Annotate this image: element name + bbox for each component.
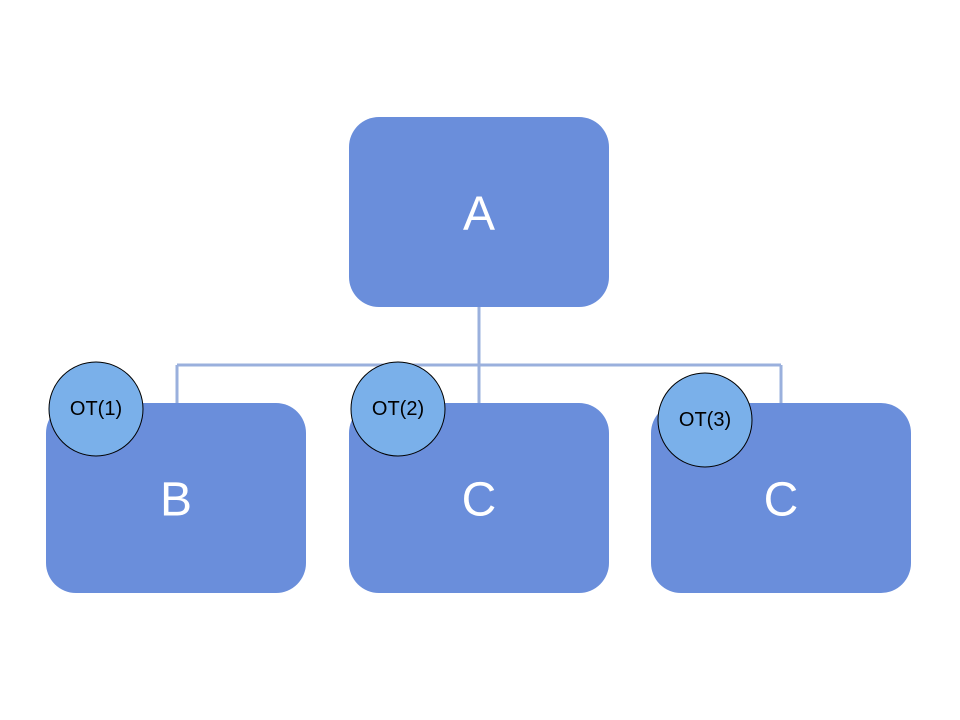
- node-child-3-label: C: [764, 474, 799, 527]
- node-child-2-label: C: [462, 474, 497, 527]
- node-root[interactable]: A: [349, 117, 609, 307]
- badge-2-circle: [350, 361, 446, 457]
- badge-2-label: OT(2): [372, 398, 424, 420]
- badge-3-circle: [657, 372, 753, 468]
- badge-3: OT(3): [657, 372, 753, 468]
- badge-1: OT(1): [48, 361, 144, 457]
- badge-3-label: OT(3): [679, 409, 731, 431]
- badge-1-circle: [48, 361, 144, 457]
- badge-1-label: OT(1): [70, 398, 122, 420]
- node-child-1-label: B: [160, 474, 192, 527]
- connectors: [175, 307, 783, 403]
- node-root-label: A: [463, 188, 495, 241]
- node-root-box: [349, 117, 609, 307]
- badge-2: OT(2): [350, 361, 446, 457]
